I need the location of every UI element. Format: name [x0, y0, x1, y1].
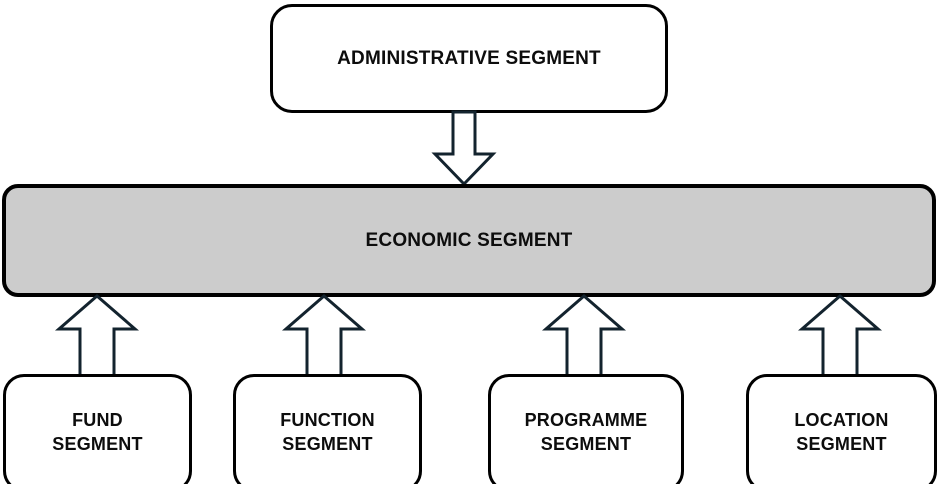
node-administrative-segment-label: ADMINISTRATIVE SEGMENT: [337, 47, 601, 69]
node-function-segment[interactable]: FUNCTION SEGMENT: [233, 374, 422, 484]
arrow-function-to-economic-icon: [281, 294, 367, 378]
arrow-administrative-to-economic-icon: [431, 110, 497, 187]
arrow-fund-to-economic-icon: [54, 294, 140, 378]
node-fund-segment-label: FUND SEGMENT: [52, 410, 143, 454]
node-function-segment-label: FUNCTION SEGMENT: [280, 410, 375, 454]
node-administrative-segment[interactable]: ADMINISTRATIVE SEGMENT: [270, 4, 668, 113]
arrow-location-to-economic-icon: [797, 294, 883, 378]
arrow-programme-to-economic-icon: [541, 294, 627, 378]
node-programme-segment[interactable]: PROGRAMME SEGMENT: [488, 374, 684, 484]
node-fund-segment[interactable]: FUND SEGMENT: [3, 374, 192, 484]
node-economic-segment-label: ECONOMIC SEGMENT: [365, 229, 573, 251]
node-economic-segment[interactable]: ECONOMIC SEGMENT: [2, 184, 936, 297]
node-location-segment-label: LOCATION SEGMENT: [794, 410, 889, 454]
node-programme-segment-label: PROGRAMME SEGMENT: [524, 410, 648, 454]
node-location-segment[interactable]: LOCATION SEGMENT: [746, 374, 937, 484]
